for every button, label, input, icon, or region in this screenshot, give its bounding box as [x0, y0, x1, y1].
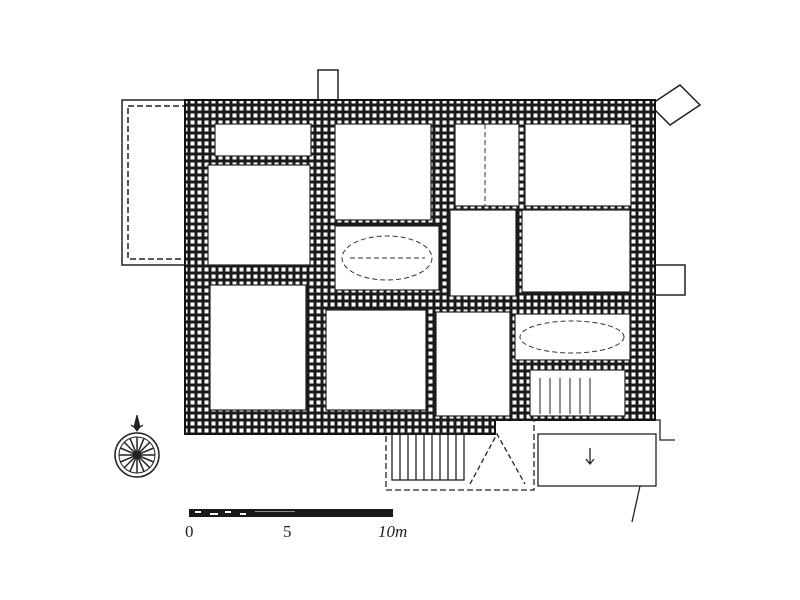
vault-lines: [341, 124, 625, 354]
scale-tick-10m: 10m: [378, 522, 408, 541]
room: [524, 123, 632, 207]
arrow-down-icon: [585, 448, 595, 466]
room-vaulted: [514, 313, 631, 361]
room: [209, 284, 307, 411]
stair-hall: [529, 369, 626, 417]
scale-tick-5: 5: [283, 522, 292, 541]
scale-bar: [189, 509, 393, 517]
room: [334, 123, 432, 221]
room: [325, 309, 427, 411]
room: [214, 123, 312, 157]
porch-annex: [121, 99, 193, 266]
room: [435, 311, 511, 417]
room: [521, 209, 631, 293]
room: [454, 123, 520, 207]
entrance-stairs: [385, 419, 535, 491]
internal-stairs: [539, 378, 591, 414]
lower-annex: [537, 419, 675, 523]
rooms: [207, 123, 632, 417]
room: [207, 164, 311, 266]
room: [449, 209, 517, 297]
scale-tick-0: 0: [185, 522, 194, 541]
compass-rose-icon: [114, 414, 160, 478]
